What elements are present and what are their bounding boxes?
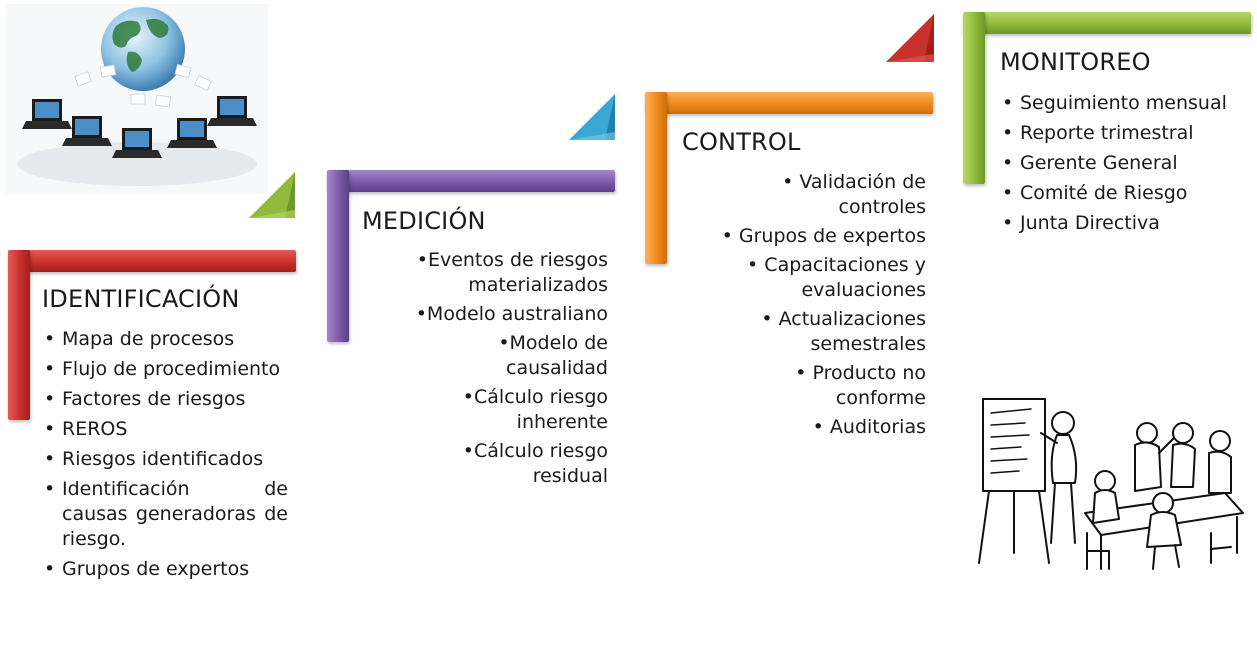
list-item: • Producto no conforme [795, 362, 926, 409]
list-item: • Actualizaciones semestrales [761, 308, 926, 355]
identificacion-list: •Mapa de procesos •Flujo de procedimient… [42, 327, 288, 587]
list-item: •Gerente General [1002, 152, 1178, 174]
list-item: •Comité de Riesgo [1002, 182, 1188, 204]
list-item: • Validación de controles [782, 171, 926, 218]
list-item: •Factores de riesgos [44, 388, 246, 410]
list-item: • Grupos de expertos [721, 225, 926, 247]
blue-triangle-icon [569, 94, 615, 140]
list-item: •Junta Directiva [1002, 212, 1160, 234]
green-triangle-icon [249, 172, 295, 218]
monitoreo-bracket-side [963, 12, 985, 184]
list-item: •Cálculo riesgo inherente [462, 386, 608, 433]
identificacion-bracket-top [8, 250, 296, 272]
identificacion-bracket-side [8, 250, 30, 420]
stage-title-identificacion: IDENTIFICACIÓN [42, 285, 240, 313]
list-item: •Modelo de causalidad [498, 332, 608, 379]
list-item: •Flujo de procedimiento [44, 358, 281, 380]
control-list: • Validación de controles • Grupos de ex… [682, 170, 926, 444]
medicion-bracket-side [327, 170, 349, 342]
stage-title-control: CONTROL [682, 128, 801, 156]
meeting-people-sketch-icon [978, 398, 1244, 570]
control-bracket-top [645, 92, 933, 114]
monitoreo-bracket-top [963, 12, 1251, 34]
list-item: •Riesgos identificados [44, 448, 264, 470]
monitoreo-list: •Seguimiento mensual •Reporte trimestral… [1000, 91, 1250, 241]
list-item: • Auditorias [812, 416, 926, 438]
list-item: •Eventos de riesgos materializados [416, 249, 608, 296]
list-item: •Seguimiento mensual [1002, 92, 1227, 114]
networked-computers-globe-icon [6, 4, 268, 194]
list-item: •Mapa de procesos [44, 328, 235, 350]
stage-title-monitoreo: MONITOREO [1000, 48, 1151, 76]
medicion-list: •Eventos de riesgos materializados •Mode… [372, 248, 608, 493]
stage-title-medicion: MEDICIÓN [362, 207, 486, 235]
medicion-bracket-top [327, 170, 615, 192]
list-item: •Reporte trimestral [1002, 122, 1194, 144]
red-triangle-icon [886, 14, 934, 62]
control-bracket-side [645, 92, 667, 264]
list-item: • Capacitaciones y evaluaciones [747, 254, 926, 301]
list-item: •REROS [44, 418, 128, 440]
list-item: •Identificación de causas generadoras de… [44, 478, 288, 550]
list-item: •Grupos de expertos [44, 558, 250, 580]
list-item: •Modelo australiano [415, 303, 608, 325]
list-item: •Cálculo riesgo residual [462, 440, 608, 487]
